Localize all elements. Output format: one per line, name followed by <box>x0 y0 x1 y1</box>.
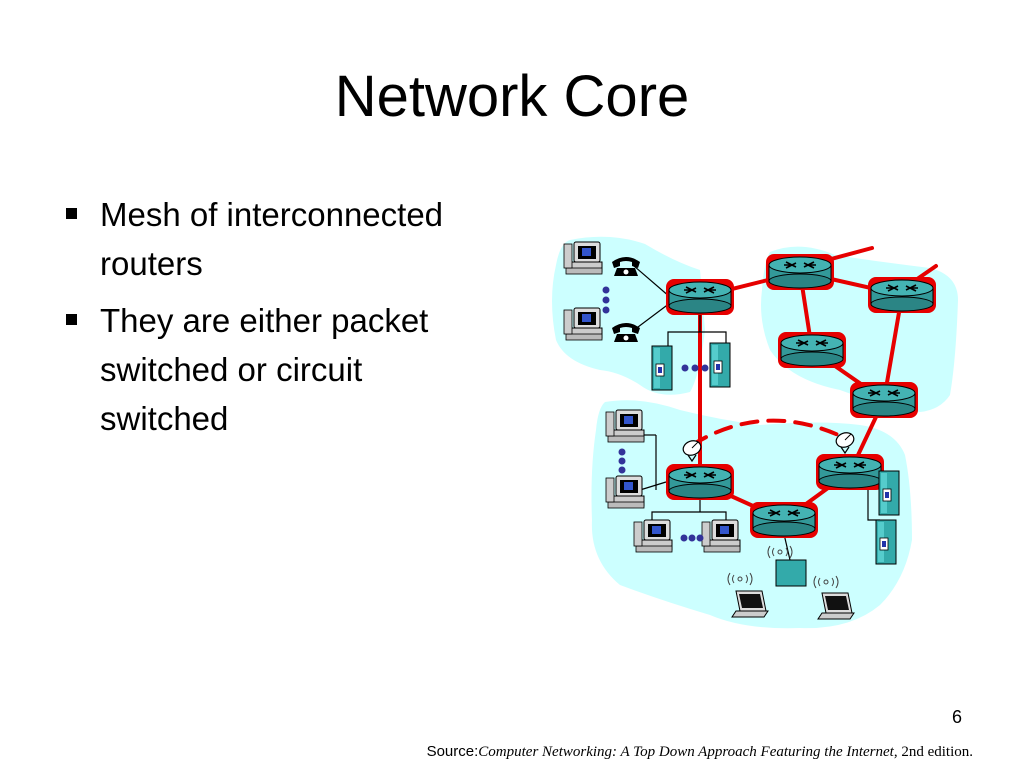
pc-icon <box>701 519 741 553</box>
pc-icon <box>605 409 645 443</box>
page-number: 6 <box>951 707 962 727</box>
server-icon <box>875 519 897 565</box>
bullet-list: Mesh of interconnected routers They are … <box>60 190 460 451</box>
slide-title: Network Core <box>334 64 690 129</box>
bullet-text: They are either packet switched or circu… <box>100 302 429 437</box>
router-icon <box>777 331 847 369</box>
pc-icon <box>605 475 645 509</box>
pc-icon <box>563 241 603 275</box>
ellipsis-dots <box>680 534 704 542</box>
square-bullet-icon <box>66 208 77 219</box>
server-icon <box>709 342 731 388</box>
wireless-access-point-icon <box>775 559 807 587</box>
bullet-item: They are either packet switched or circu… <box>60 296 460 443</box>
source-label: Source: <box>426 743 479 760</box>
router-icon <box>765 253 835 291</box>
ellipsis-dots <box>602 286 610 314</box>
router-icon <box>665 278 735 316</box>
router-icon <box>665 463 735 501</box>
pc-icon <box>563 307 603 341</box>
ellipsis-dots <box>681 364 709 372</box>
square-bullet-icon <box>66 314 77 325</box>
router-icon <box>815 453 885 491</box>
bullet-text: Mesh of interconnected routers <box>100 196 444 282</box>
network-core-diagram <box>552 236 958 629</box>
bullet-item: Mesh of interconnected routers <box>60 190 460 288</box>
server-icon <box>651 345 673 391</box>
source-title: Computer Networking: A Top Down Approach… <box>478 744 894 760</box>
router-icon <box>867 276 937 314</box>
pc-icon <box>633 519 673 553</box>
ellipsis-dots <box>618 448 626 474</box>
server-icon <box>878 470 900 516</box>
source-citation: Source:Computer Networking: A Top Down A… <box>427 743 973 761</box>
router-icon <box>849 381 919 419</box>
source-edition: , 2nd edition. <box>893 744 973 760</box>
router-icon <box>749 501 819 539</box>
